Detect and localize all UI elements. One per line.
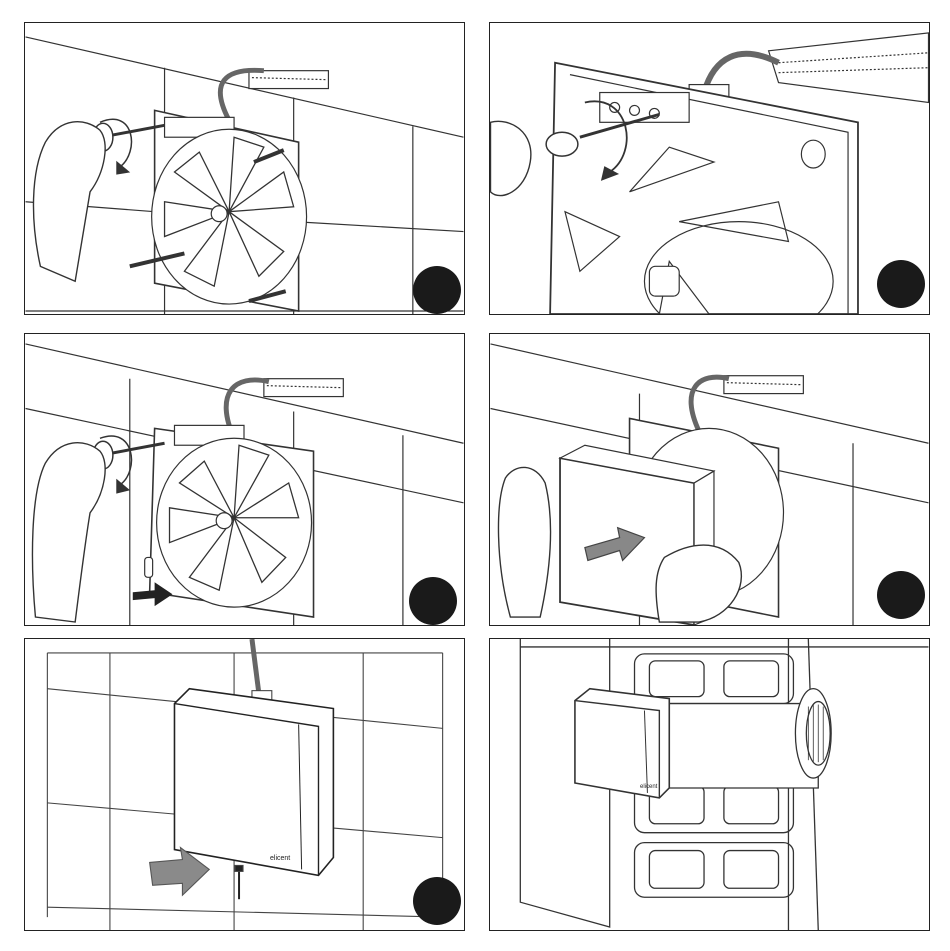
step-1-illustration: [25, 23, 464, 314]
step-4-panel: [489, 333, 930, 626]
step-2-panel: [489, 22, 930, 315]
step-5-illustration: [25, 639, 464, 930]
step-marker: [413, 266, 461, 314]
step-6-illustration: [490, 639, 929, 930]
step-marker: [877, 571, 925, 619]
brand-label: elicent: [640, 784, 657, 790]
step-6-panel: elicent: [489, 638, 930, 931]
step-marker: [413, 877, 461, 925]
step-4-illustration: [490, 334, 929, 625]
step-5-panel: elicent: [24, 638, 465, 931]
step-3-panel: [24, 333, 465, 626]
brand-label: elicent: [270, 855, 290, 862]
step-1-panel: [24, 22, 465, 315]
step-marker: [409, 577, 457, 625]
step-marker: [877, 260, 925, 308]
step-2-illustration: [490, 23, 929, 314]
step-3-illustration: [25, 334, 464, 625]
